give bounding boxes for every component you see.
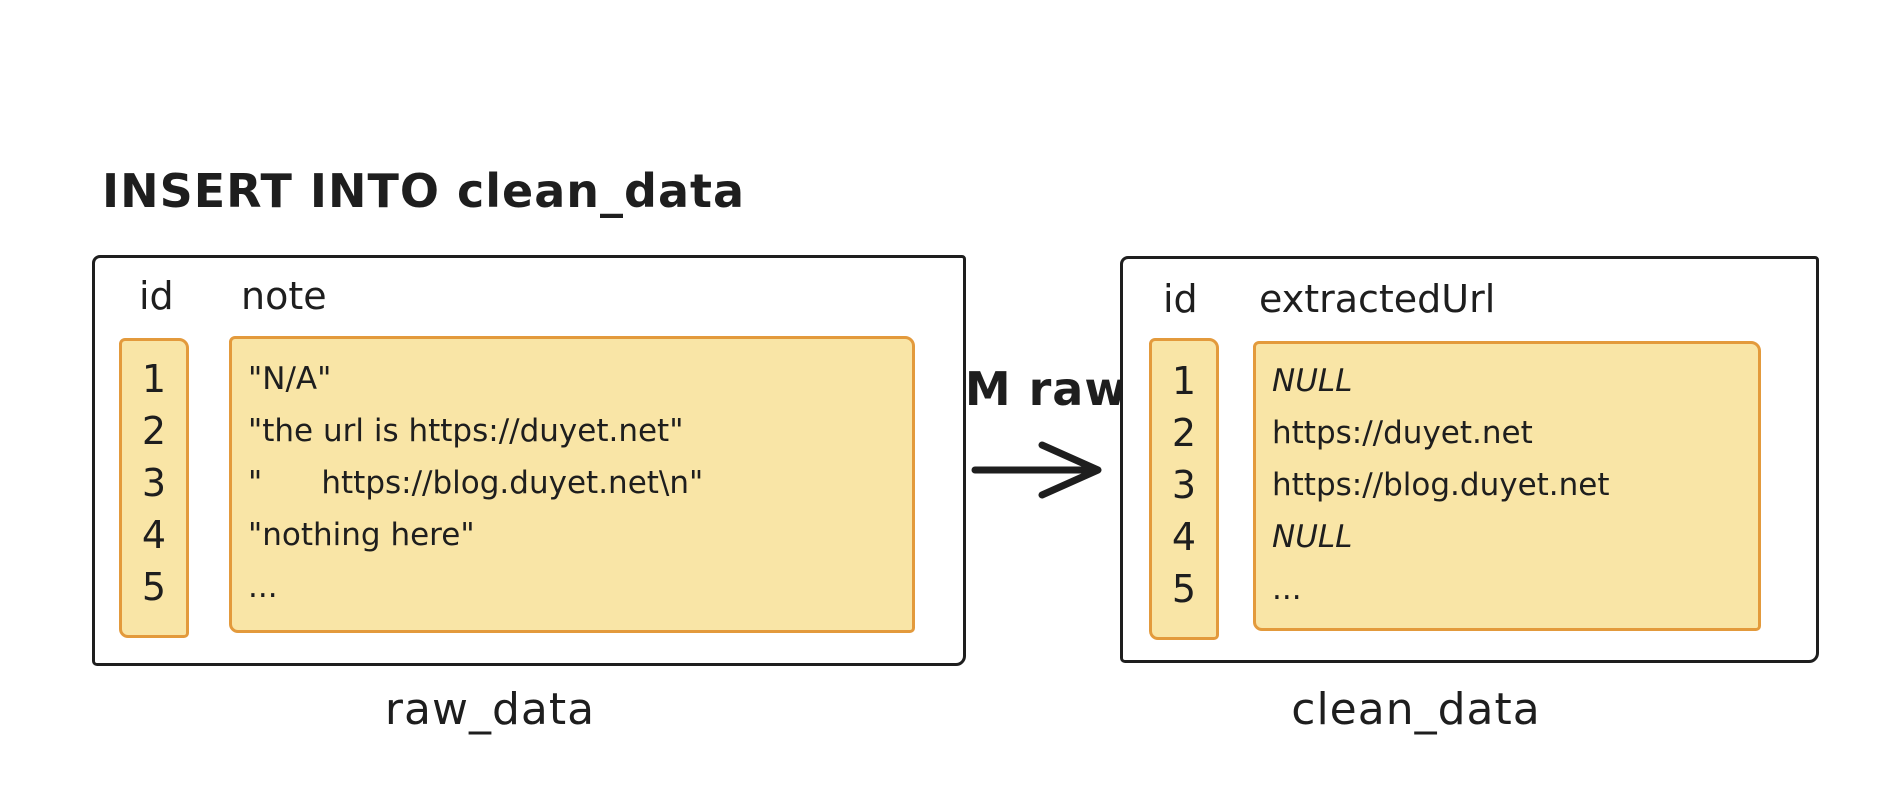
clean-extractedurl-cell: https://blog.duyet.net: [1272, 467, 1610, 503]
raw-id-cell: 3: [141, 461, 167, 505]
raw-note-cell: ...: [248, 569, 278, 605]
clean-id-cell: 3: [1171, 463, 1197, 507]
raw-id-cell: 4: [141, 513, 167, 557]
raw-note-cell: "the url is https://duyet.net": [248, 413, 684, 449]
clean-extractedurl-cell: NULL: [1272, 519, 1353, 555]
raw-table-label: raw_data: [384, 684, 596, 735]
clean-extractedurl-cell: ...: [1272, 571, 1302, 607]
arrow-right-icon: [971, 441, 1102, 499]
clean-id-cell: 1: [1171, 359, 1197, 403]
raw-id-cell: 5: [141, 565, 167, 609]
clean-table-label: clean_data: [1291, 684, 1541, 735]
raw-id-column-header: id: [139, 274, 174, 318]
raw-note-column: "N/A" "the url is https://duyet.net" " h…: [229, 336, 915, 633]
sql-line-1: INSERT INTO clean_data: [102, 164, 746, 218]
clean-extractedurl-column: NULL https://duyet.net https://blog.duye…: [1253, 341, 1761, 631]
raw-id-cell: 2: [141, 409, 167, 453]
clean-id-column-header: id: [1163, 277, 1198, 321]
clean-id-cell: 5: [1171, 567, 1197, 611]
clean-extractedurl-cell: NULL: [1272, 363, 1353, 399]
clean-extractedurl-cell: https://duyet.net: [1272, 415, 1533, 451]
clean-id-column: 1 2 3 4 5: [1149, 338, 1219, 640]
raw-data-table: id note 1 2 3 4 5 "N/A" "the url is http…: [92, 255, 966, 666]
clean-id-cell: 2: [1171, 411, 1197, 455]
raw-note-cell: " https://blog.duyet.net\n": [248, 465, 704, 501]
raw-note-column-header: note: [241, 274, 327, 318]
raw-note-cell: "N/A": [248, 361, 332, 397]
raw-id-column: 1 2 3 4 5: [119, 338, 189, 638]
raw-note-cell: "nothing here": [248, 517, 475, 553]
clean-extractedurl-column-header: extractedUrl: [1259, 277, 1496, 321]
clean-id-cell: 4: [1171, 515, 1197, 559]
clean-data-table: id extractedUrl 1 2 3 4 5 NULL https://d…: [1120, 256, 1819, 663]
raw-id-cell: 1: [141, 357, 167, 401]
